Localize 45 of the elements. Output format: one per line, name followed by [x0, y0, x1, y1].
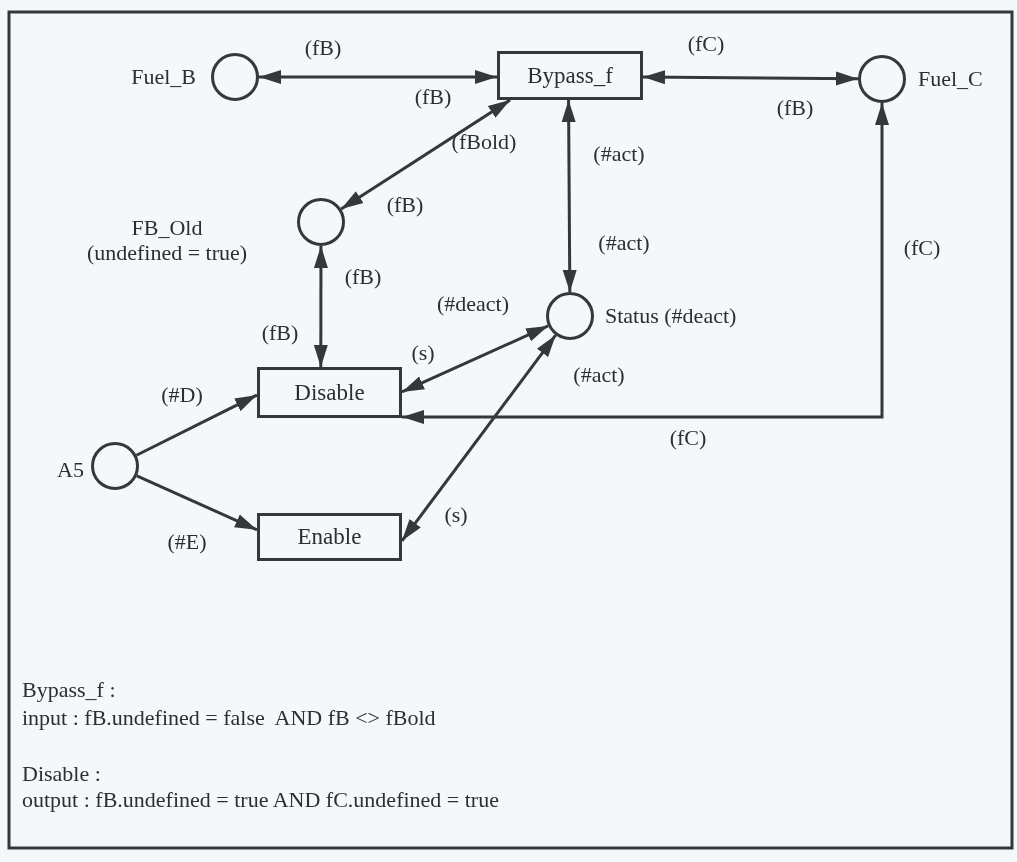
place-circle: [297, 198, 345, 246]
arc-inscription: (#deact): [436, 291, 510, 317]
arc-inscription: (fBold): [451, 129, 517, 155]
place-name: FB_Old (undefined = true): [85, 214, 249, 266]
arc-arrow: [313, 246, 328, 367]
arc-arrow: [643, 70, 858, 86]
note-text: output : fB.undefined = true AND fC.undefined = true: [22, 787, 499, 813]
place-circle: [858, 55, 906, 103]
arc-arrow: [401, 324, 549, 394]
arc-arrow: [136, 474, 258, 532]
arc-arrow: [400, 334, 557, 542]
transition-box: Enable: [257, 513, 402, 561]
transition-box: Bypass_f: [497, 51, 643, 100]
arc-arrow: [135, 393, 258, 457]
arc-inscription: (fB): [344, 264, 382, 290]
arc-inscription: (s): [444, 502, 468, 528]
arc-inscription: (s): [411, 340, 435, 366]
arc-arrow: [340, 98, 511, 211]
arc-inscription: (fC): [669, 425, 707, 451]
note-text: input : fB.undefined = false AND fB <> fBold: [22, 705, 436, 731]
place-circle: [211, 53, 259, 101]
arc-inscription: (fB): [261, 320, 299, 346]
note-text: Bypass_f :: [22, 677, 116, 703]
arc-inscription: (#act): [598, 230, 650, 256]
arc-inscription: (#E): [167, 529, 207, 555]
note-text: Disable :: [22, 761, 101, 787]
transition-box: Disable: [257, 367, 402, 418]
arc-inscription: (#act): [573, 362, 625, 388]
arc-inscription: (fC): [687, 31, 725, 57]
arc-inscription: (fB): [386, 192, 424, 218]
arc-inscription: (#act): [593, 141, 645, 167]
place-circle: [91, 442, 139, 490]
arc-inscription: (fB): [414, 84, 452, 110]
arc-inscription: (fB): [304, 35, 342, 61]
place-name: Status (#deact): [605, 303, 737, 329]
place-name: A5: [57, 457, 84, 483]
place-name: Fuel_B: [131, 64, 196, 90]
place-circle: [546, 292, 594, 340]
arc-arrow: [402, 103, 889, 424]
arc-arrow: [259, 69, 497, 84]
arc-arrow: [561, 100, 577, 292]
arc-inscription: (#D): [161, 382, 203, 408]
arc-inscription: (fB): [776, 95, 814, 121]
arc-inscription: (fC): [903, 235, 941, 261]
place-name: Fuel_C: [918, 66, 983, 92]
